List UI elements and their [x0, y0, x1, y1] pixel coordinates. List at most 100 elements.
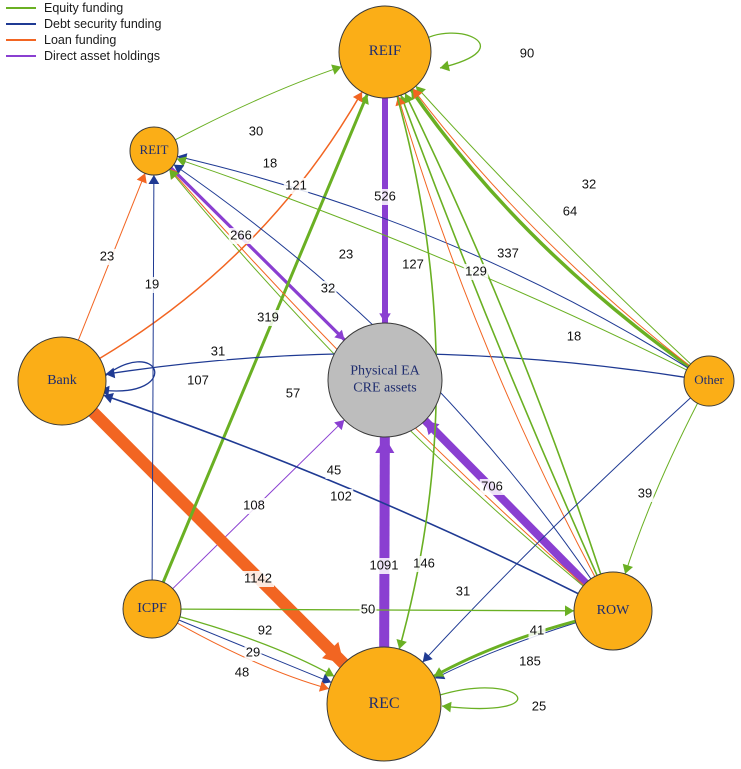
edge-label-background — [400, 257, 426, 273]
node-other — [683, 355, 735, 407]
node-rec — [326, 646, 442, 762]
edge-value-label: 107 — [187, 372, 209, 387]
edge-other-to-reif-equity — [415, 85, 692, 365]
edge-value-label: 90 — [520, 45, 534, 60]
arrow-head-icon — [103, 392, 114, 404]
legend-swatch-loan — [6, 39, 36, 41]
edge-label-background — [518, 46, 536, 62]
edge-value-label: 185 — [519, 653, 541, 668]
edge-value-label: 266 — [230, 227, 252, 242]
edge-label-background — [337, 247, 355, 263]
edge-value-label: 64 — [563, 203, 577, 218]
arrow-head-icon — [442, 701, 452, 713]
edge-label-background — [565, 329, 583, 345]
arrow-head-icon — [334, 329, 345, 340]
arrow-head-icon — [148, 174, 160, 185]
edge-value-label: 57 — [286, 385, 300, 400]
edge-value-label: 41 — [530, 622, 544, 637]
edge-label-background — [479, 479, 505, 495]
legend-label-debt: Debt security funding — [44, 17, 162, 31]
arrow-head-icon — [169, 169, 180, 180]
edge-value-label: 92 — [258, 622, 272, 637]
edge-value-label: 39 — [638, 485, 652, 500]
edge-value-label: 31 — [456, 583, 470, 598]
edge-value-label: 319 — [257, 309, 279, 324]
edge-label-background — [561, 204, 579, 220]
edge-label-background — [328, 489, 354, 505]
edge-label-background — [580, 177, 598, 193]
node-cre — [327, 322, 443, 438]
edge-value-label: 31 — [211, 343, 225, 358]
edge-value-label: 337 — [497, 245, 519, 260]
edge-value-label: 102 — [330, 488, 352, 503]
edge-value-label: 127 — [402, 256, 424, 271]
legend-label-loan: Loan funding — [44, 33, 117, 47]
edge-icpf-to-rec-loan — [177, 622, 330, 690]
edge-label-background — [233, 665, 251, 681]
edge-label-background — [143, 277, 161, 293]
arrow-head-icon — [320, 673, 332, 684]
edge-value-label: 32 — [582, 176, 596, 191]
edge-row-to-bank-debt — [103, 394, 579, 595]
edge-label-background — [209, 344, 227, 360]
edge-reit-to-reif-equity — [175, 66, 342, 141]
legend: Equity funding Debt security funding Loa… — [6, 0, 161, 64]
edge-value-label: 1142 — [244, 570, 272, 585]
edge-label-background — [241, 498, 267, 514]
edge-other-to-reif-equity — [409, 88, 690, 368]
edge-label-background — [368, 558, 400, 574]
edge-bank-to-rec-loan — [88, 407, 349, 668]
edge-label-background — [242, 571, 274, 587]
node-label-reif: REIF — [369, 43, 402, 59]
edge-value-label: 25 — [532, 698, 546, 713]
node-label-reit: REIT — [140, 142, 169, 157]
edge-label-background — [495, 246, 521, 262]
edge-row-to-cre-direct — [422, 417, 589, 587]
edge-value-label: 32 — [321, 280, 335, 295]
edge-label-background — [372, 189, 398, 205]
node-icpf — [122, 579, 182, 639]
edge-label-background — [284, 386, 302, 402]
edge-label-background — [98, 249, 116, 265]
arrow-head-icon — [318, 681, 330, 692]
edge-value-label: 23 — [339, 246, 353, 261]
edge-row-to-reif-loan — [397, 95, 596, 577]
edge-label-background — [463, 264, 489, 280]
arrow-head-icon — [622, 563, 634, 574]
edge-label-background — [530, 699, 548, 715]
edge-rec-to-cre-direct — [379, 436, 390, 648]
edge-label-background — [636, 486, 654, 502]
edge-value-label: 121 — [285, 177, 307, 192]
edge-icpf-to-row-equity — [180, 608, 575, 612]
edge-value-label: 146 — [413, 555, 435, 570]
arrow-head-icon — [396, 638, 407, 650]
edge-other-to-row-equity — [624, 402, 699, 575]
edge-value-label: 526 — [374, 188, 396, 203]
edge-label-background — [185, 373, 211, 389]
edge-label-background — [319, 281, 337, 297]
edge-label-background — [247, 124, 265, 140]
edge-icpf-to-reit-debt — [151, 174, 155, 581]
node-label-row: ROW — [597, 603, 630, 618]
edge-label-background — [256, 623, 274, 639]
arrow-head-icon — [105, 367, 116, 379]
legend-item-direct: Direct asset holdings — [6, 48, 161, 64]
arrow-head-icon — [422, 651, 433, 663]
edge-row-to-reif-equity — [400, 94, 598, 576]
legend-item-debt: Debt security funding — [6, 16, 161, 32]
edge-label-background — [359, 602, 377, 618]
edge-label-background — [411, 556, 437, 572]
edge-value-label: 18 — [263, 155, 277, 170]
node-label-icpf: ICPF — [137, 601, 167, 616]
arrow-head-icon — [564, 605, 575, 617]
legend-swatch-equity — [6, 7, 36, 9]
edge-reit-to-cre-direct — [169, 166, 346, 342]
arrow-head-icon — [136, 173, 147, 184]
node-reif — [338, 5, 432, 99]
arrow-head-icon — [412, 88, 423, 100]
edge-other-to-reit-debt — [177, 155, 689, 369]
arrow-head-icon — [323, 667, 335, 677]
edge-value-label: 45 — [327, 462, 341, 477]
node-reit — [129, 126, 179, 176]
